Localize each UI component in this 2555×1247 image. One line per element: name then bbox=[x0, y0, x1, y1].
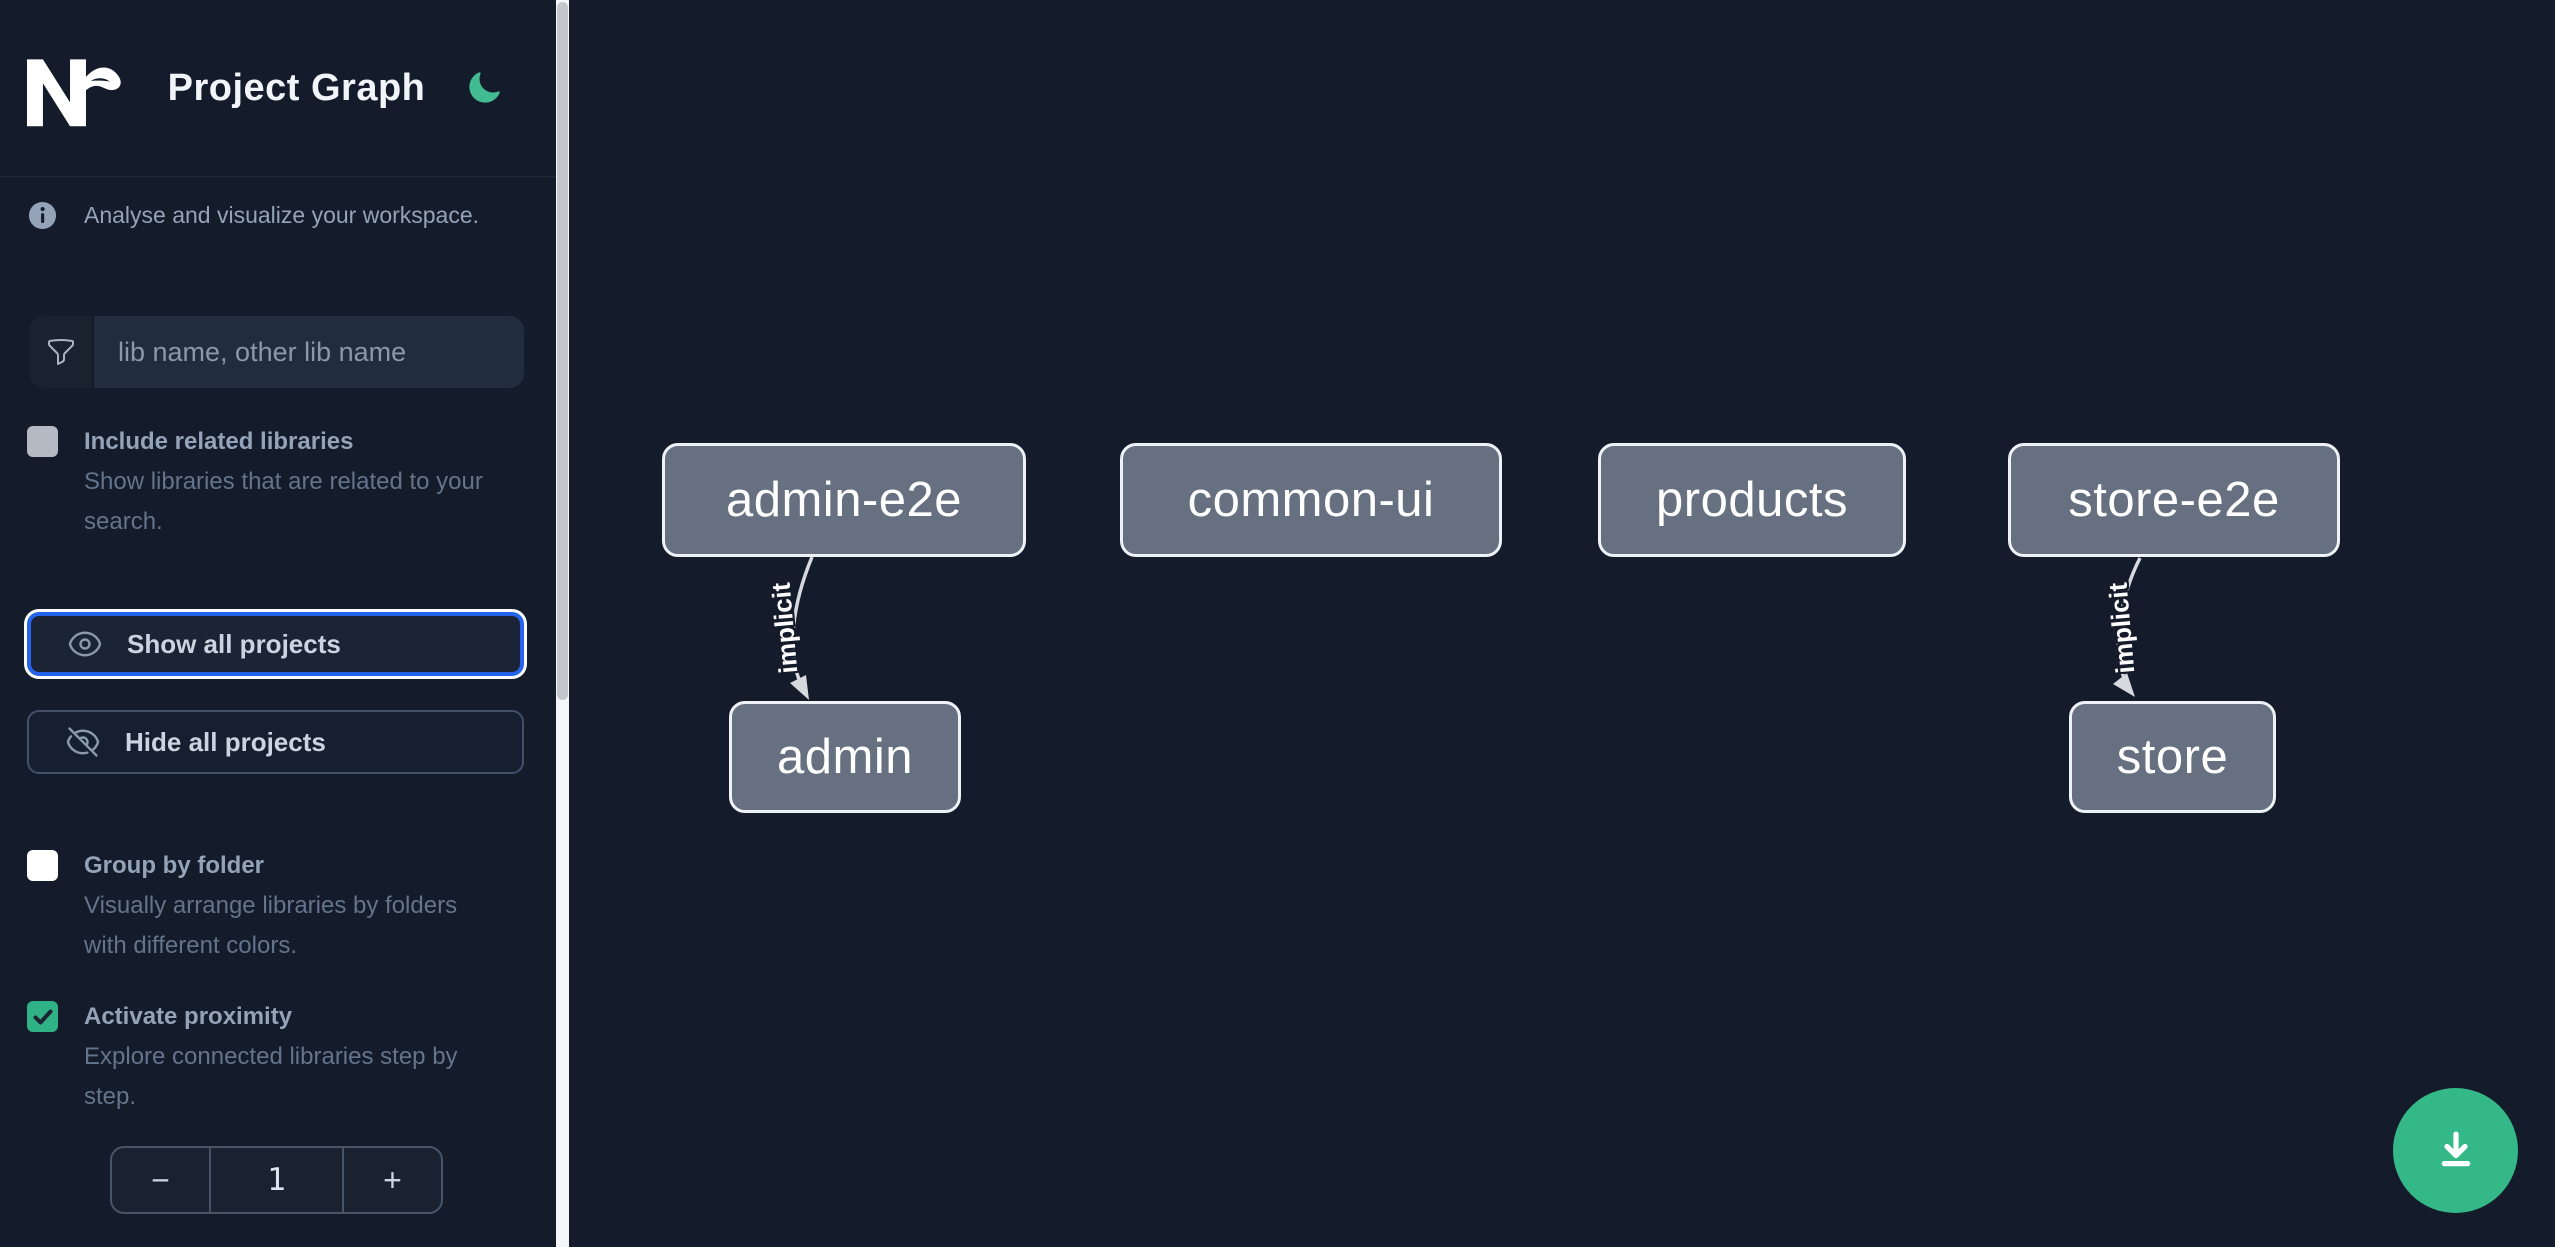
download-icon bbox=[2441, 1131, 2470, 1166]
increment-button[interactable]: + bbox=[383, 1161, 402, 1198]
include-related-checkbox[interactable] bbox=[27, 426, 58, 457]
option-label: Include related libraries bbox=[84, 428, 354, 455]
option-activate-proximity: Activate proximity Explore connected lib… bbox=[27, 999, 527, 1117]
show-all-projects-button[interactable]: Show all projects bbox=[27, 612, 524, 676]
project-node-admin-e2e[interactable]: admin-e2e bbox=[662, 443, 1026, 557]
project-node-common-ui[interactable]: common-ui bbox=[1120, 443, 1502, 557]
option-description: Explore connected libraries step by step… bbox=[84, 1043, 458, 1110]
show-all-projects-label: Show all projects bbox=[127, 628, 341, 659]
group-by-folder-checkbox[interactable] bbox=[27, 850, 58, 881]
search-input[interactable] bbox=[94, 316, 524, 388]
info-icon bbox=[28, 201, 57, 230]
eye-off-icon bbox=[66, 727, 100, 757]
intro-text: Analyse and visualize your workspace. bbox=[84, 202, 480, 228]
option-label: Activate proximity bbox=[84, 1003, 293, 1030]
filter-input-group bbox=[29, 316, 524, 388]
sidebar: Project Graph Analyse and visualize your… bbox=[0, 0, 556, 1247]
project-node-admin[interactable]: admin bbox=[729, 701, 961, 813]
option-include-related: Include related libraries Show libraries… bbox=[27, 424, 527, 542]
project-node-products[interactable]: products bbox=[1598, 443, 1906, 557]
sidebar-scrollbar-track bbox=[556, 0, 569, 1247]
filter-icon-cell bbox=[29, 316, 94, 388]
sidebar-scrollbar-thumb[interactable] bbox=[557, 2, 568, 700]
option-group-by-folder: Group by folder Visually arrange librari… bbox=[27, 848, 527, 966]
nx-logo bbox=[27, 59, 121, 127]
activate-proximity-checkbox[interactable] bbox=[27, 1001, 58, 1032]
dependency-edge bbox=[791, 556, 814, 691]
option-label: Group by folder bbox=[84, 852, 264, 879]
depth-value[interactable]: 1 bbox=[209, 1148, 344, 1212]
hide-all-projects-label: Hide all projects bbox=[125, 726, 326, 757]
project-node-store[interactable]: store bbox=[2069, 701, 2276, 813]
proximity-depth-stepper: − 1 + bbox=[110, 1146, 443, 1214]
edge-arrowhead bbox=[790, 675, 809, 700]
option-description: Visually arrange libraries by folders wi… bbox=[84, 892, 458, 959]
moon-icon bbox=[469, 72, 500, 103]
checkmark-icon bbox=[33, 1009, 52, 1024]
download-button[interactable] bbox=[2393, 1088, 2518, 1213]
project-node-store-e2e[interactable]: store-e2e bbox=[2008, 443, 2340, 557]
funnel-icon bbox=[47, 338, 74, 365]
edge-arrowhead bbox=[2113, 673, 2135, 697]
eye-icon bbox=[68, 631, 102, 657]
dependency-edges-layer bbox=[790, 556, 2142, 700]
option-description: Show libraries that are related to your … bbox=[84, 468, 483, 535]
sidebar-header: Project Graph bbox=[0, 0, 556, 177]
decrement-button[interactable]: − bbox=[151, 1161, 170, 1198]
theme-toggle[interactable] bbox=[464, 68, 504, 108]
page-title: Project Graph bbox=[167, 66, 426, 109]
intro-row: Analyse and visualize your workspace. bbox=[27, 200, 479, 231]
hide-all-projects-button[interactable]: Hide all projects bbox=[27, 710, 524, 774]
